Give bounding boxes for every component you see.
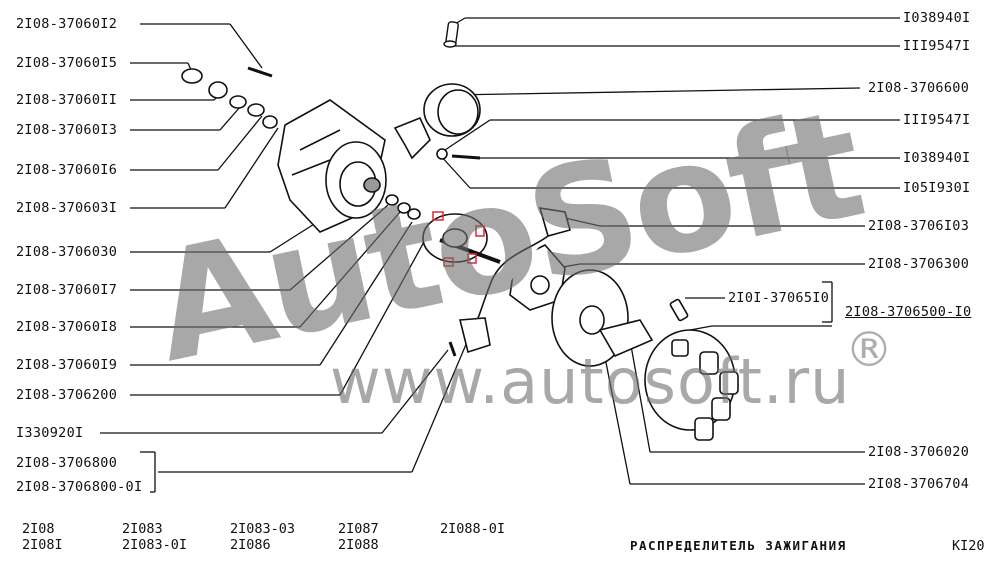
part-label-left: 2I08-370603I [16,200,118,216]
pin-part [247,66,273,78]
model-code: 2I083-03 [230,521,296,537]
part-label-right: 2I08-3706500-I0 [845,304,972,320]
part-label-right: 2I08-3706020 [868,444,970,460]
part-label-right: III9547I [903,38,971,54]
part-label-left: I330920I [16,425,84,441]
model-code: 2I08I [22,537,63,553]
part-label-left: 2I08-37060I7 [16,282,118,298]
part-label-left: 2I08-3706200 [16,387,118,403]
sensor-plate [448,207,571,357]
part-label-right: 2I08-3706704 [868,476,970,492]
vacuum-regulator [393,83,481,160]
model-code: 2I08 [22,521,55,537]
part-label-right: 2I08-3706600 [868,80,970,96]
model-code: 2I088-0I [440,521,506,537]
part-label-left: 2I08-37060I5 [16,55,118,71]
part-label-left: 2I08-37060II [16,92,118,108]
centrifugal-regulator [422,213,501,264]
bolt-part [443,21,459,48]
model-code: 2I083 [122,521,163,537]
distributor-cap [644,329,739,441]
part-label-left: 2I08-37060I9 [16,357,118,373]
highlight-markers [432,211,485,267]
watermark-registered-mark: ® [845,322,893,378]
model-code: 2I087 [338,521,379,537]
diagram-title: РАСПРЕДЕЛИТЕЛЬ ЗАЖИГАНИЯ [630,538,847,553]
part-label-right: III9547I [903,112,971,128]
part-label-right: I05I930I [903,180,971,196]
seal-rings [181,68,278,129]
part-label-left: 2I08-37060I3 [16,122,118,138]
model-code: 2I088 [338,537,379,553]
part-label-right: 2I08-3706300 [868,256,970,272]
part-label-left: 2I08-37060I2 [16,16,118,32]
sheet-code: KI20 [952,538,985,554]
part-label-right: I038940I [903,10,971,26]
part-label-left: 2I08-37060I6 [16,162,118,178]
model-code: 2I083-0I [122,537,188,553]
distributor-housing [277,99,387,233]
watermark-url: www.autosoft.ru [330,345,851,418]
part-label-left: 2I08-3706800-0I [16,479,143,495]
part-label-right: 2I08-3706I03 [868,218,970,234]
part-label-right: I038940I [903,150,971,166]
rotor [598,298,689,358]
shaft-washers [385,194,421,220]
part-label-left: 2I08-37060I8 [16,319,118,335]
part-label-right: 2I0I-37065I0 [728,290,830,306]
part-label-left: 2I08-3706800 [16,455,118,471]
part-label-left: 2I08-3706030 [16,244,118,260]
model-code: 2I086 [230,537,271,553]
